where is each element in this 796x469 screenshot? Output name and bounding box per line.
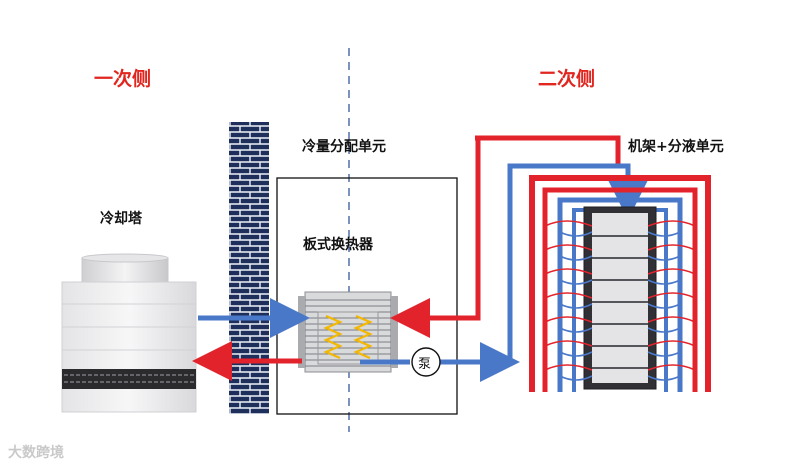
plate-hx-label: 板式换热器 [303,237,373,253]
primary-side-label: 一次侧 [94,68,152,90]
rack-cooling-lines-right [647,220,696,381]
cooling-tower [61,253,197,413]
cdu-label: 冷量分配单元 [302,139,386,155]
rack-cooling-lines-left [544,220,593,381]
cdu-box [276,177,458,415]
secondary-hot-return [390,138,481,338]
cooling-tower-label: 冷却塔 [100,211,142,227]
brick-wall [229,122,269,414]
pump-label: 泵 [418,357,432,372]
pump [411,347,441,377]
secondary-side-label: 二次侧 [538,68,596,90]
server-rack [583,206,657,390]
rack-label: 机架+分液单元 [628,139,724,155]
watermark: 大数跨境 [8,445,64,461]
